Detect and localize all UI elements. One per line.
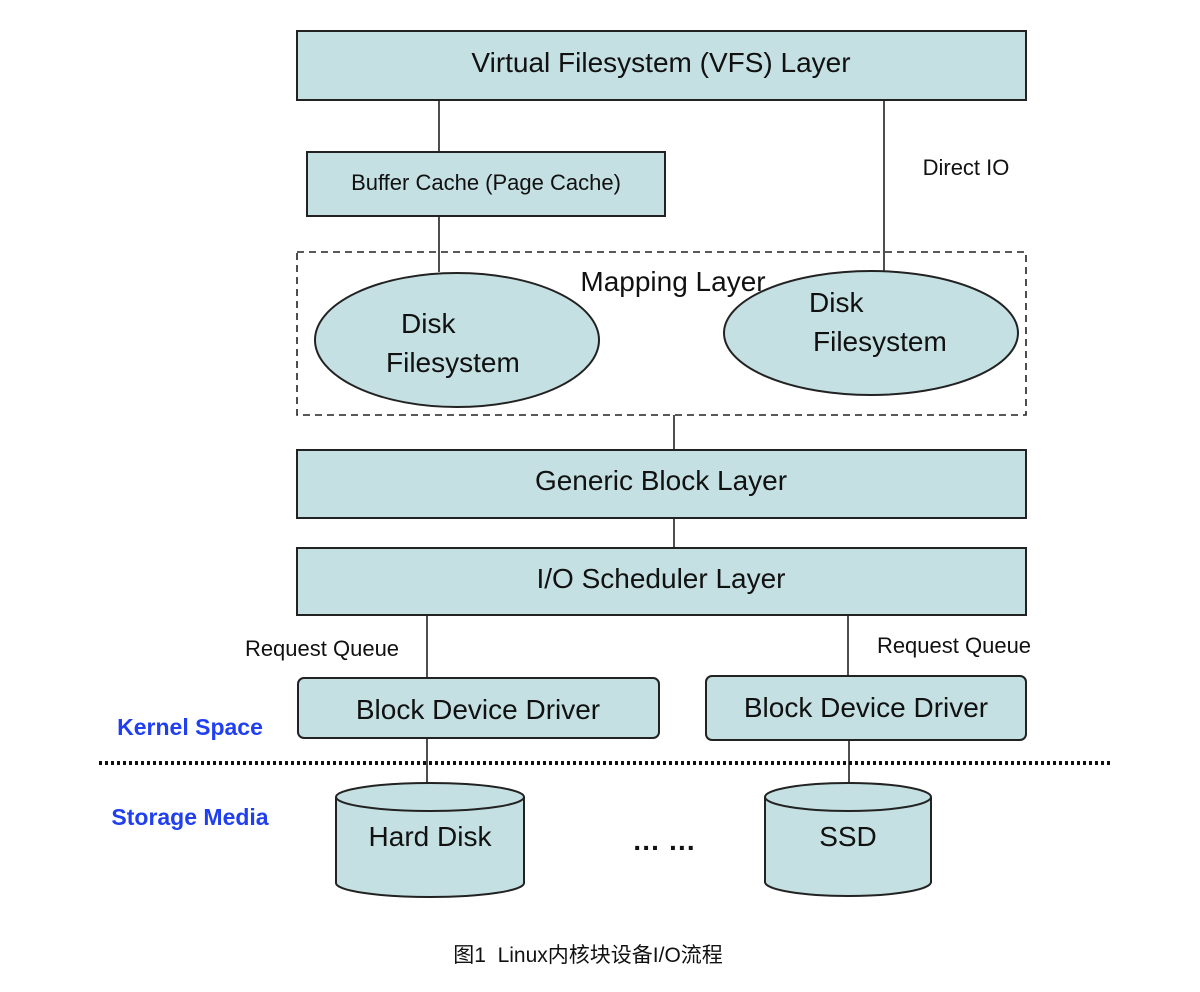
generic-block-layer-box	[296, 449, 1027, 519]
ssd-top	[764, 782, 932, 812]
disk-fs-left-line2: Filesystem	[386, 347, 520, 378]
block-device-driver-left-label: Block Device Driver	[356, 694, 600, 725]
disk-filesystem-left	[314, 272, 600, 408]
block-device-driver-right-box	[705, 675, 1027, 741]
ssd-cylinder	[764, 782, 932, 897]
storage-media-label: Storage Media	[111, 804, 268, 830]
direct-io-label: Direct IO	[923, 155, 1010, 180]
request-queue-right-label: Request Queue	[877, 633, 1031, 658]
disk-fs-right-line1: Disk	[809, 287, 864, 318]
vfs-layer-label: Virtual Filesystem (VFS) Layer	[471, 47, 850, 78]
io-scheduler-layer-label: I/O Scheduler Layer	[536, 563, 785, 594]
hard-disk-cylinder	[335, 782, 525, 898]
hard-disk-top	[335, 782, 525, 812]
disk-fs-left-line1: Disk	[401, 308, 456, 339]
vfs-layer-box	[296, 30, 1027, 101]
buffer-cache-box	[306, 151, 666, 217]
generic-block-layer-label: Generic Block Layer	[535, 465, 787, 496]
disk-filesystem-right	[723, 270, 1019, 396]
hard-disk-body	[335, 797, 525, 898]
disk-fs-right-line2: Filesystem	[813, 326, 947, 357]
ssd-label: SSD	[819, 821, 877, 852]
buffer-cache-label: Buffer Cache (Page Cache)	[351, 170, 621, 195]
io-scheduler-layer-box	[296, 547, 1027, 616]
mapping-layer-region	[296, 251, 1027, 416]
request-queue-left-label: Request Queue	[245, 636, 399, 661]
figure-caption: 图1 Linux内核块设备I/O流程	[453, 944, 723, 967]
block-device-driver-left-box	[297, 677, 660, 739]
kernel-space-label: Kernel Space	[117, 714, 263, 740]
ssd-body	[764, 797, 932, 897]
hard-disk-label: Hard Disk	[369, 821, 493, 852]
block-device-driver-right-label: Block Device Driver	[744, 692, 988, 723]
ellipsis-more-devices: … …	[632, 825, 696, 856]
mapping-layer-label: Mapping Layer	[580, 266, 765, 297]
